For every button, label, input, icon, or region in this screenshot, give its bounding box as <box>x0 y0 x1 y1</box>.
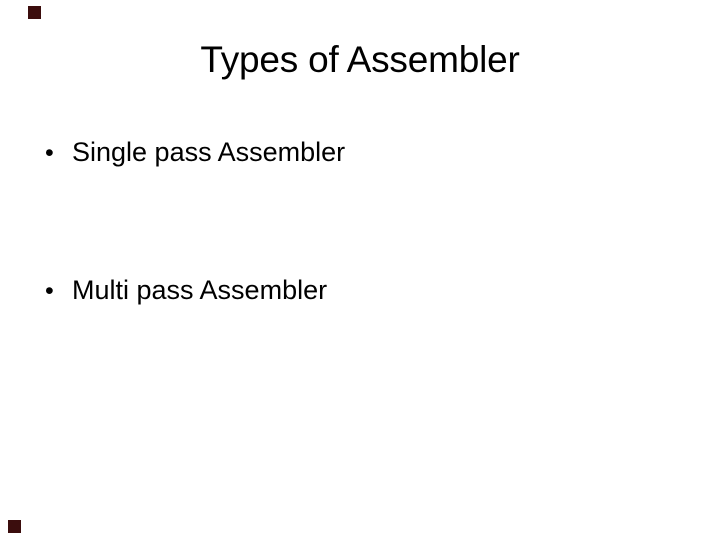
bullet-item-multi-pass: • Multi pass Assembler <box>45 274 327 306</box>
bullet-icon: • <box>45 139 54 167</box>
bullet-item-single-pass: • Single pass Assembler <box>45 136 345 168</box>
bullet-text-multi-pass: Multi pass Assembler <box>72 275 328 305</box>
slide-title: Types of Assembler <box>200 39 520 80</box>
slide-accent-square-top-left-icon <box>28 6 41 19</box>
bullet-icon: • <box>45 277 54 305</box>
bullet-text-single-pass: Single pass Assembler <box>72 137 346 167</box>
slide-accent-square-bottom-left-icon <box>8 520 21 533</box>
